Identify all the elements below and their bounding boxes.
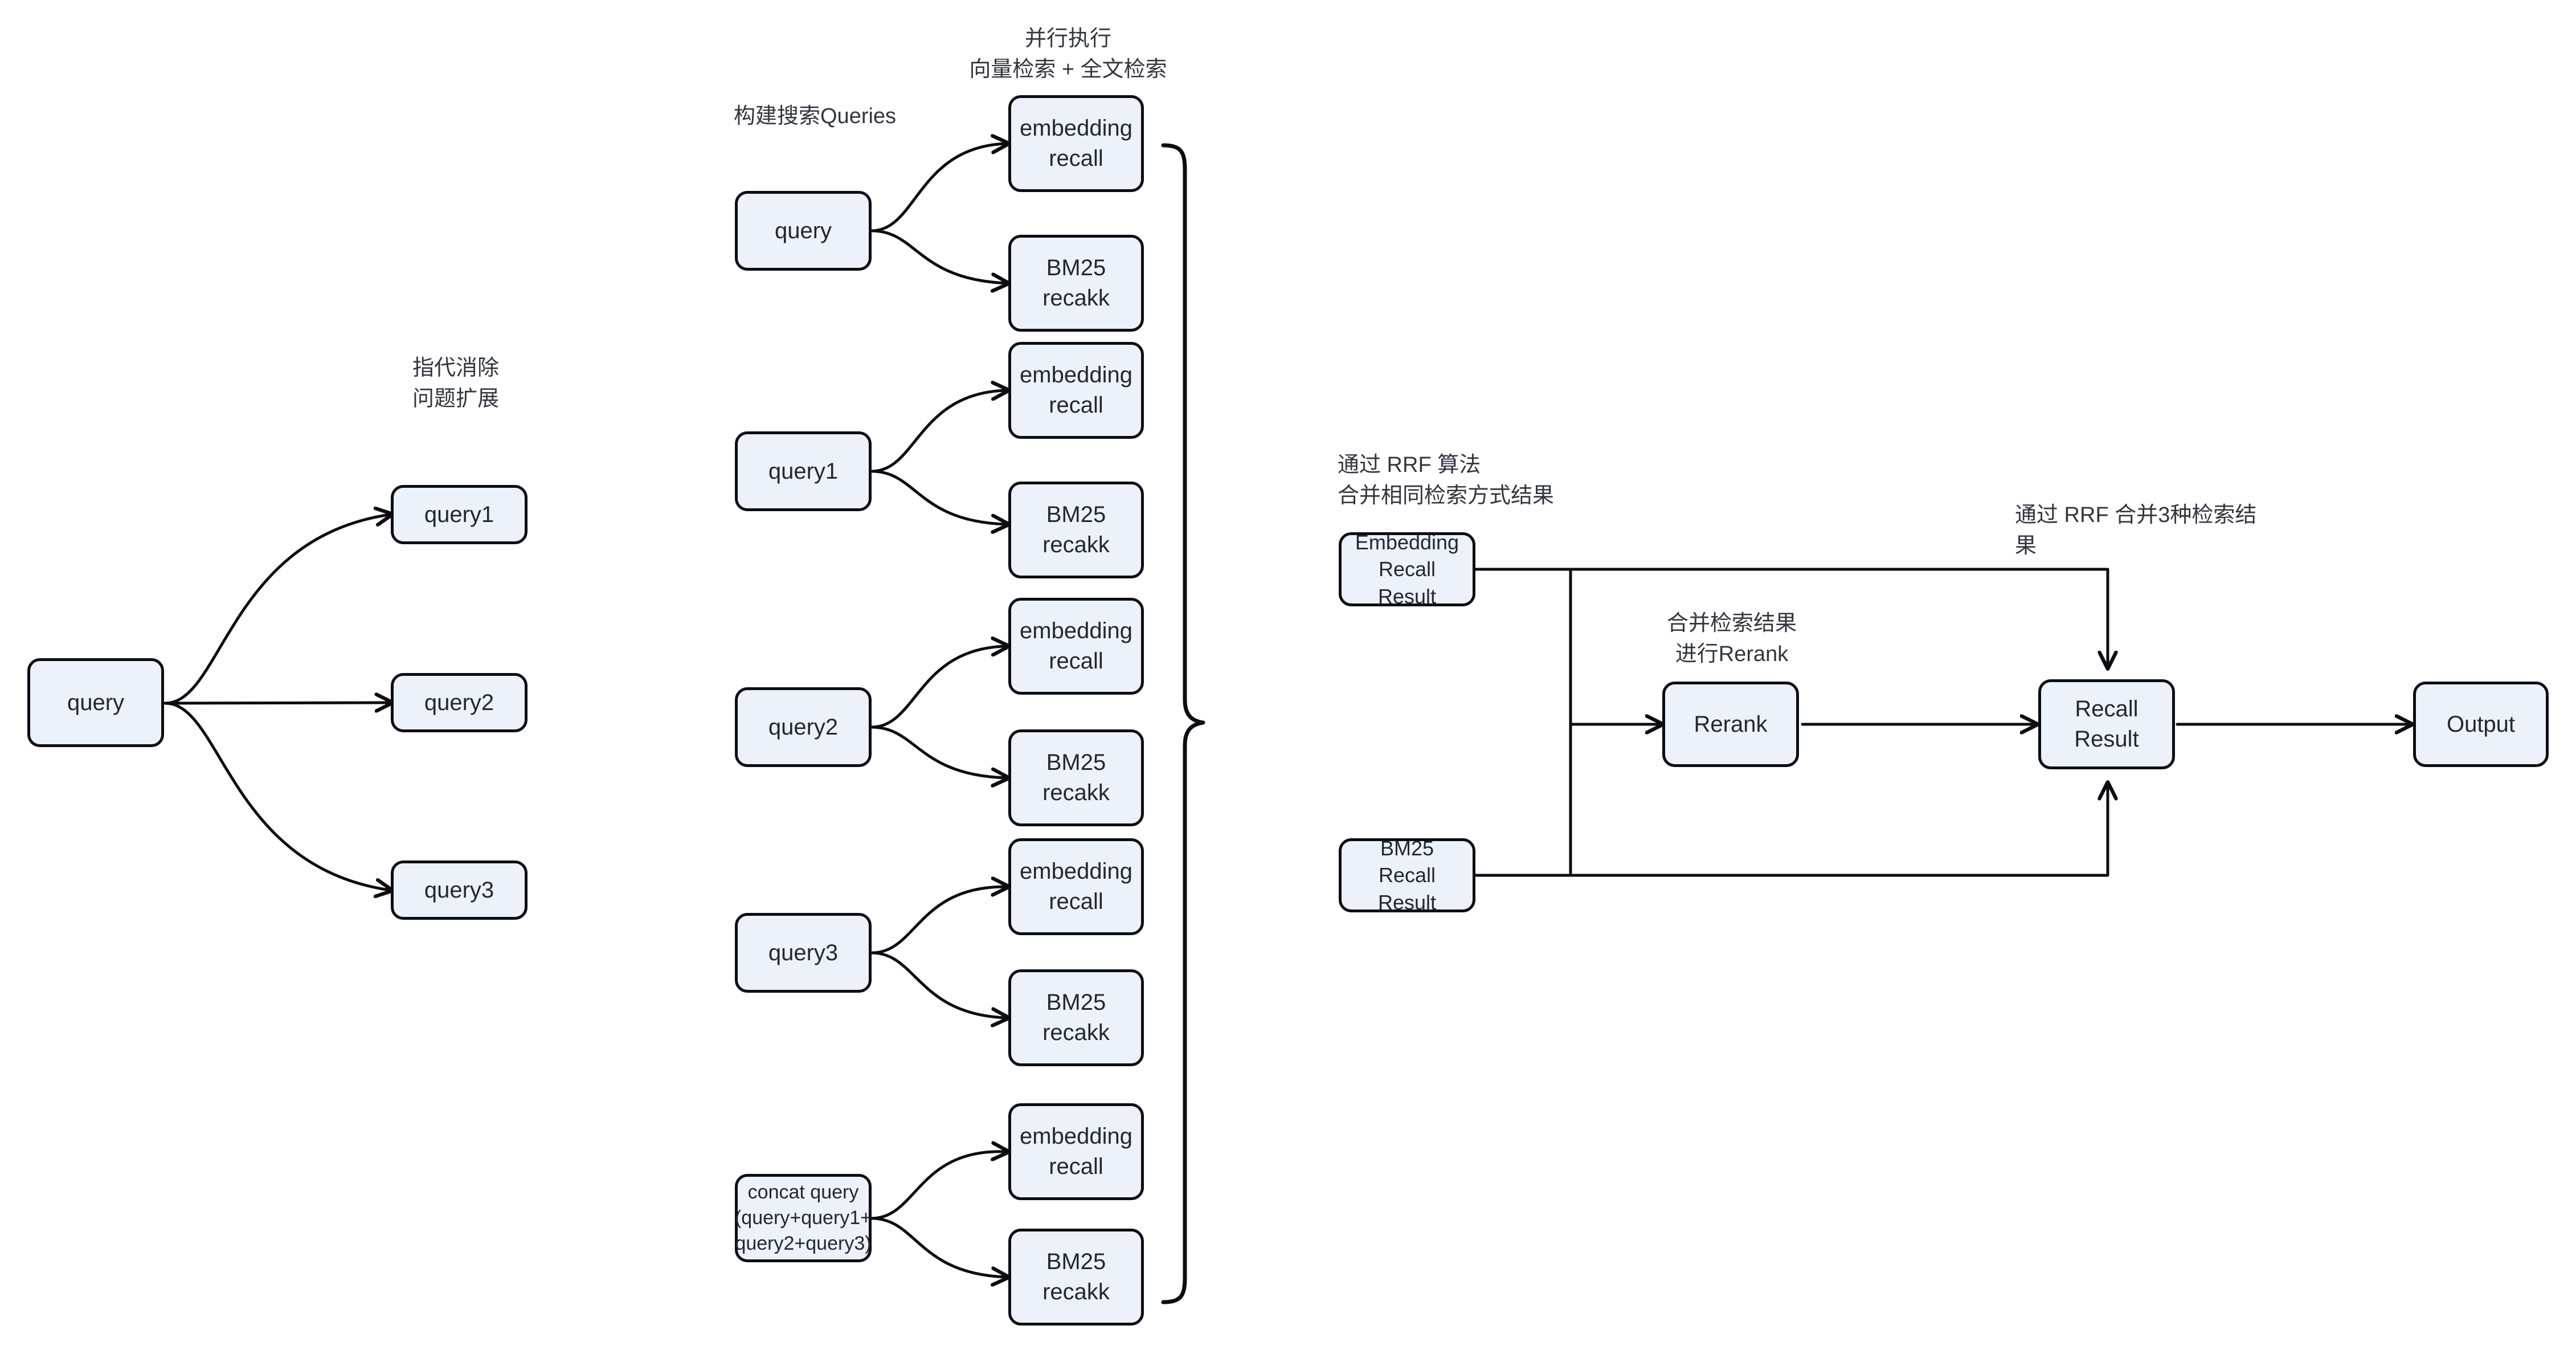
node-bm25-recall-result[interactable]: BM25 Recall Result: [1339, 837, 1475, 914]
note-coref-expansion: 指代消除 问题扩展: [412, 356, 499, 411]
node-expanded-query2[interactable]: query2: [391, 673, 528, 732]
node-recall-7[interactable]: BM25 recakk: [1008, 969, 1144, 1066]
node-search-query-concat[interactable]: concat query (query+query1+ query2+query…: [735, 1174, 872, 1262]
node-recall-9[interactable]: BM25 recakk: [1008, 1229, 1144, 1326]
node-search-query-0[interactable]: query: [735, 191, 872, 271]
node-query-source[interactable]: query: [27, 658, 164, 747]
node-recall-result[interactable]: Recall Result: [2038, 679, 2175, 769]
node-expanded-query3[interactable]: query3: [391, 860, 528, 920]
note-rrf-three-results: 通过 RRF 合并3种检索结果: [2015, 503, 2257, 558]
node-output[interactable]: Output: [2413, 682, 2549, 767]
note-build-queries: 构建搜索Queries: [734, 104, 897, 128]
node-embedding-recall-result[interactable]: Embedding Recall Result: [1339, 531, 1475, 608]
note-merge-rerank: 合并检索结果 进行Rerank: [1666, 611, 1797, 666]
node-recall-5[interactable]: BM25 recakk: [1008, 729, 1144, 826]
node-recall-8[interactable]: embedding recall: [1008, 1103, 1144, 1200]
node-rerank[interactable]: Rerank: [1662, 682, 1799, 767]
node-search-query-3[interactable]: query3: [735, 913, 872, 993]
node-recall-0[interactable]: embedding recall: [1008, 95, 1144, 192]
node-recall-1[interactable]: BM25 recakk: [1008, 235, 1144, 332]
node-recall-2[interactable]: embedding recall: [1008, 342, 1144, 439]
note-parallel-exec: 并行执行 向量检索 + 全文检索: [969, 27, 1167, 81]
node-search-query-2[interactable]: query2: [735, 687, 872, 767]
note-rrf-same-method: 通过 RRF 算法 合并相同检索方式结果: [1338, 453, 1555, 508]
node-recall-4[interactable]: embedding recall: [1008, 598, 1144, 695]
node-expanded-query1[interactable]: query1: [391, 485, 528, 544]
node-search-query-1[interactable]: query1: [735, 431, 872, 511]
node-recall-6[interactable]: embedding recall: [1008, 838, 1144, 935]
node-recall-3[interactable]: BM25 recakk: [1008, 482, 1144, 578]
